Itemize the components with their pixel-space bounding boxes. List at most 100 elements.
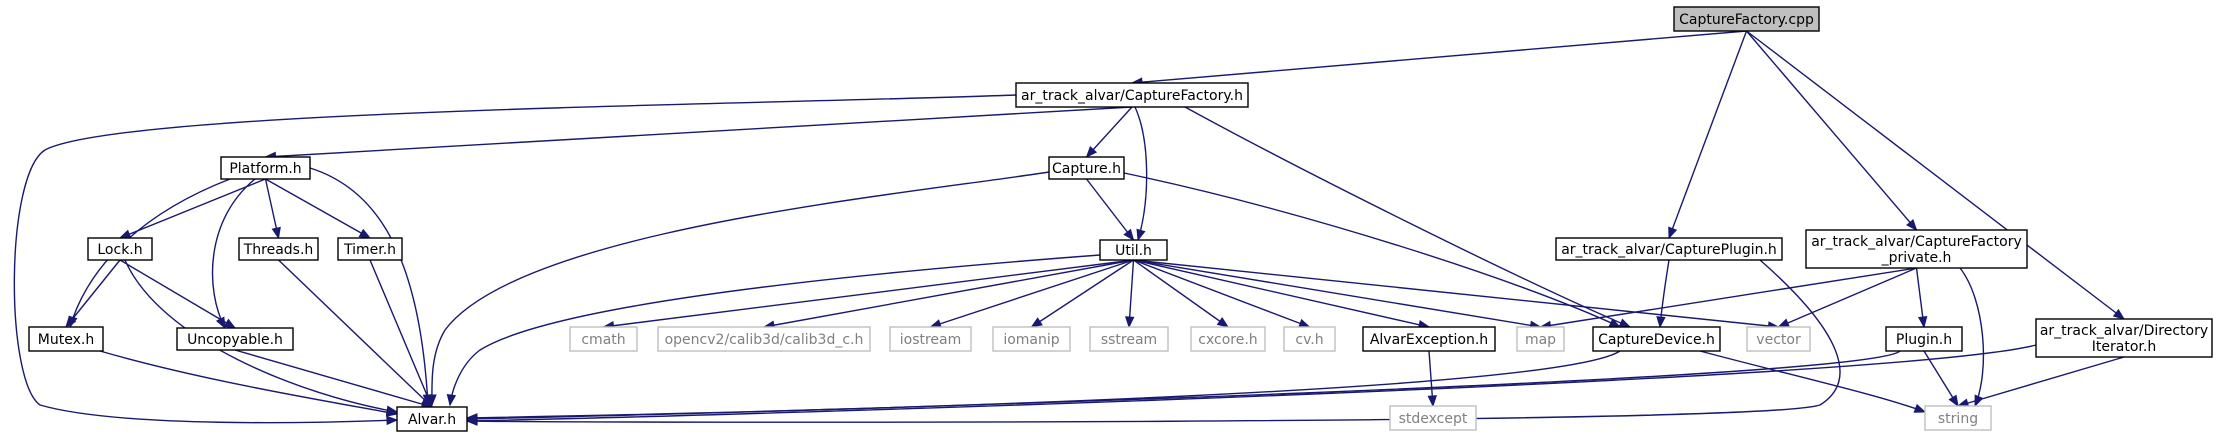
edge-line: [211, 178, 256, 329]
node-box: [1190, 326, 1266, 352]
node-label: AlvarException.h: [1370, 332, 1488, 348]
node-label: Platform.h: [229, 161, 301, 177]
node-label: sstream: [1101, 332, 1157, 348]
node-label: iomanip: [1003, 332, 1059, 348]
node-label: cxcore.h: [1198, 332, 1257, 348]
edge-line: [1746, 30, 2125, 320]
edge-captureplugin_h-to-capturedevice_h: [1656, 259, 1670, 329]
node-label: iostream: [900, 332, 962, 348]
node-box: [1089, 326, 1169, 352]
node-box: [238, 237, 319, 261]
edge-util_h-to-calib3d_c_h: [762, 259, 1134, 330]
edge-line: [1131, 30, 1747, 84]
node-platform-h[interactable]: Platform.h: [220, 156, 311, 180]
node-box: [1099, 239, 1168, 261]
edge-line: [1540, 267, 1917, 328]
edge-platform_h-to-lock_h: [118, 178, 266, 239]
arrowhead-icon: [223, 318, 237, 329]
edge-line: [449, 254, 1101, 406]
node-label: cv.h: [1295, 332, 1323, 348]
node-cmath: cmath: [569, 326, 638, 352]
edge-line: [369, 259, 433, 408]
arrowhead-icon: [1668, 226, 1678, 240]
node-box: [992, 326, 1071, 352]
arrowhead-icon: [1618, 318, 1632, 328]
node-captureplugin-h[interactable]: ar_track_alvar/CapturePlugin.h: [1555, 237, 1783, 261]
node-box: [176, 327, 294, 351]
edge-capturefactory_h-to-util_h: [1134, 106, 1148, 242]
edge-util_h-to-cxcore_h: [1133, 259, 1230, 328]
arrowhead-icon: [1030, 317, 1043, 328]
edge-line: [1133, 259, 1229, 328]
node-cxcore-h: cxcore.h: [1190, 326, 1266, 352]
arrowhead-icon: [1917, 315, 1928, 329]
node-label: Capture.h: [1052, 161, 1121, 177]
node-alvar-h[interactable]: Alvar.h: [396, 406, 468, 432]
arrowhead-icon: [385, 407, 399, 417]
edge-line: [265, 178, 371, 239]
edge-capturefactory_h-to-alvar_h: [13, 94, 1017, 426]
node-label: Mutex.h: [38, 332, 94, 348]
arrowhead-icon: [1656, 316, 1666, 329]
node-box: [657, 326, 871, 352]
node-capture-h[interactable]: Capture.h: [1048, 156, 1125, 180]
edge-line: [1133, 259, 1310, 328]
node-label: Util.h: [1115, 243, 1152, 259]
edge-plugin_h-to-alvar_h: [465, 350, 1901, 424]
edge-util_h-to-alvarexception_h: [1133, 259, 1431, 330]
arrowhead-icon: [1123, 228, 1135, 242]
edge-util_h-to-iostream: [929, 259, 1134, 329]
node-alvarexception-h[interactable]: AlvarException.h: [1362, 326, 1496, 352]
node-box: [1516, 326, 1565, 352]
edge-line: [1699, 350, 1926, 413]
edge-platform_h-to-timer_h: [265, 178, 372, 239]
node-label: cmath: [581, 332, 625, 348]
node-box: [220, 156, 311, 180]
node-label: ar_track_alvar/CapturePlugin.h: [1561, 242, 1777, 258]
node-string: string: [1924, 405, 1992, 431]
node-stdexcept: stdexcept: [1389, 405, 1477, 431]
node-capturefactory-h[interactable]: ar_track_alvar/CaptureFactory.h: [1015, 82, 1249, 108]
node-capturefactory-cpp[interactable]: CaptureFactory.cpp: [1673, 6, 1820, 32]
edge-capturefactory_private_h-to-string: [1959, 267, 1985, 408]
edge-platform_h-to-alvar_h: [309, 167, 433, 407]
edge-directoryiterator_h-to-alvar_h: [465, 344, 2037, 426]
node-box: [569, 326, 638, 352]
node-box: [1885, 326, 1963, 352]
arrowhead-icon: [65, 315, 77, 329]
node-uncopyable-h[interactable]: Uncopyable.h: [176, 327, 294, 351]
node-label: Threads.h: [243, 242, 314, 258]
edge-line: [1745, 30, 1918, 231]
node-label: ar_track_alvar/Directory: [2040, 323, 2208, 339]
edge-plugin_h-to-string: [1923, 350, 1959, 408]
node-threads-h[interactable]: Threads.h: [238, 237, 319, 261]
node-util-h[interactable]: Util.h: [1099, 239, 1168, 261]
edge-capturefactory_cpp-to-capturefactory_h: [1130, 30, 1747, 87]
edge-capture_h-to-util_h: [1085, 178, 1135, 242]
nodes-layer: CaptureFactory.cpp ar_track_alvar/Capture…: [28, 6, 2213, 432]
node-box: [337, 237, 403, 261]
node-capturedevice-h[interactable]: CaptureDevice.h: [1592, 326, 1721, 352]
edge-line: [466, 344, 2037, 422]
node-label: map: [1525, 332, 1556, 348]
edge-util_h-to-map: [1133, 259, 1542, 330]
node-label: Plugin.h: [1896, 332, 1952, 348]
arrowhead-icon: [465, 416, 478, 426]
edge-capturefactory_private_h-to-plugin_h: [1915, 267, 1928, 329]
edge-line: [119, 178, 266, 239]
node-box: [87, 237, 153, 261]
arrowhead-icon: [423, 395, 433, 409]
node-plugin-h[interactable]: Plugin.h: [1885, 326, 1963, 352]
node-label: CaptureDevice.h: [1598, 332, 1715, 348]
node-lock-h[interactable]: Lock.h: [87, 237, 153, 261]
arrowhead-icon: [1298, 318, 1311, 328]
node-capturefactory-private-h[interactable]: ar_track_alvar/CaptureFactory_private.h: [1805, 229, 2028, 269]
edge-platform_h-to-threads_h: [264, 178, 281, 240]
node-timer-h[interactable]: Timer.h: [337, 237, 403, 261]
node-mutex-h[interactable]: Mutex.h: [28, 326, 104, 352]
edge-capturefactory_cpp-to-directoryiterator_h: [1746, 30, 2126, 320]
arrowhead-icon: [1906, 218, 1918, 232]
node-box: [889, 326, 972, 352]
